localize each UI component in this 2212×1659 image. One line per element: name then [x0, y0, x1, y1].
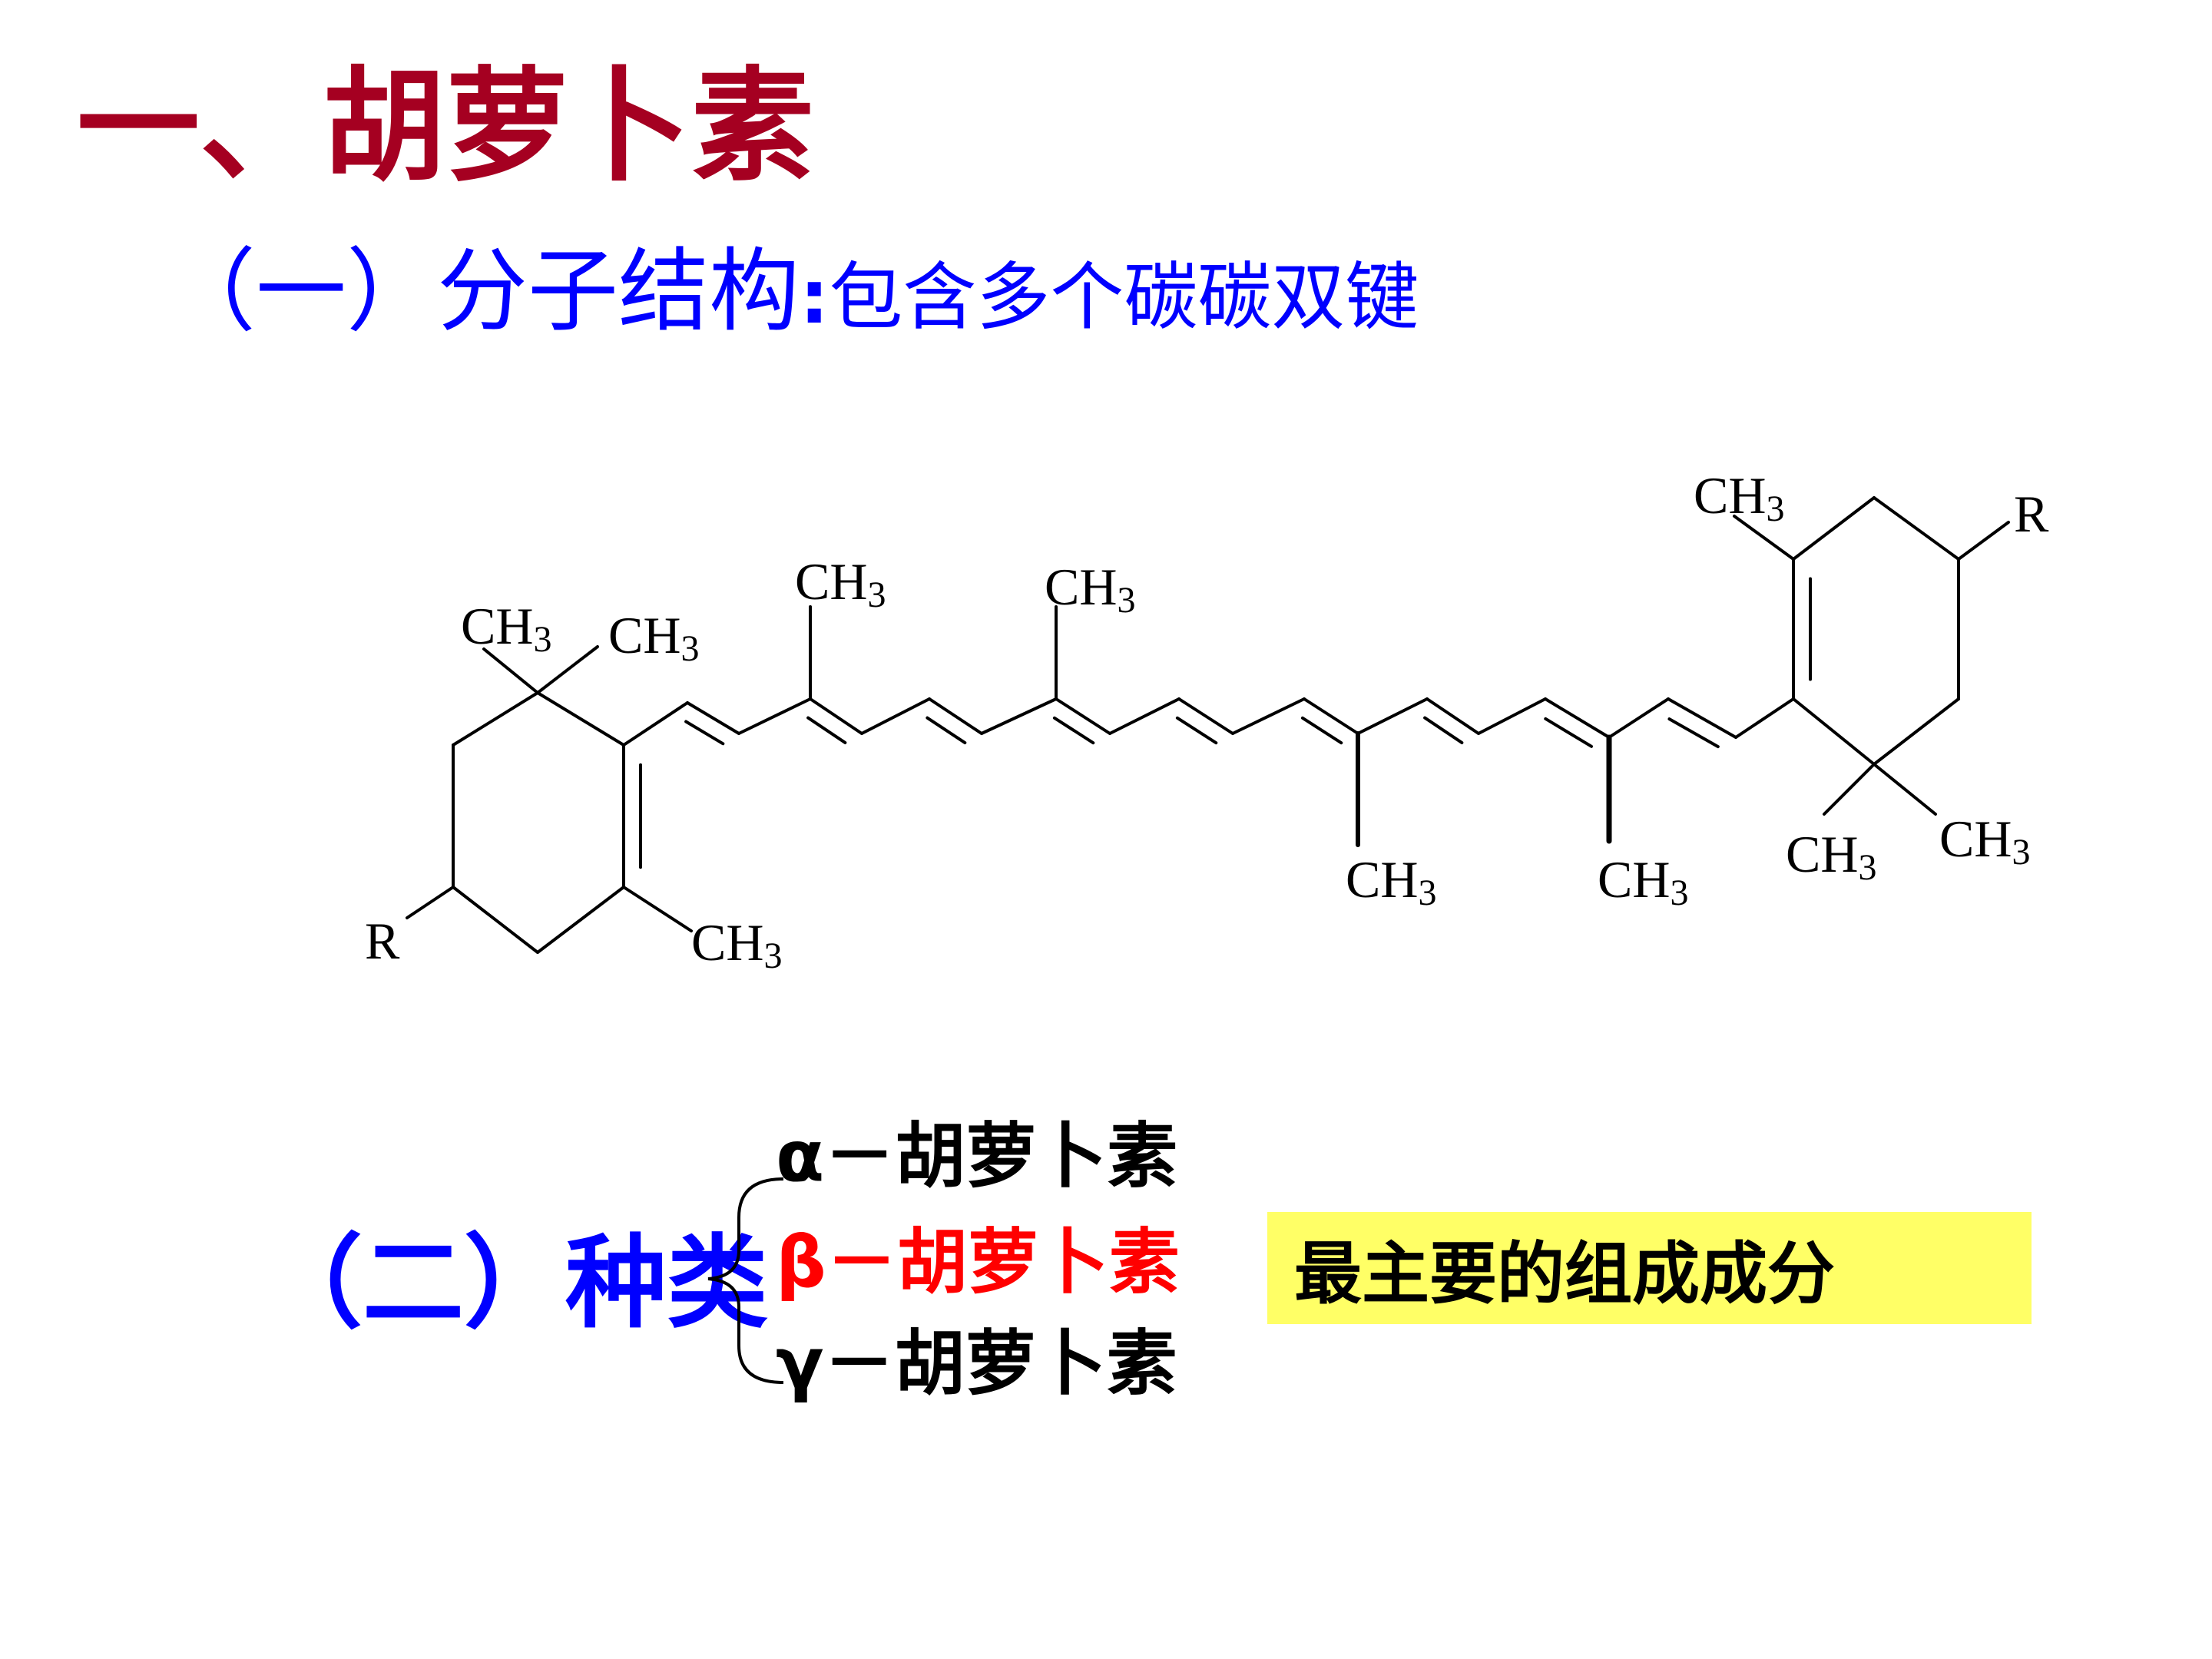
ring-bond [1873, 697, 1960, 766]
r-group-label: R [365, 912, 400, 970]
chain-bond [622, 701, 689, 747]
double-bond-line [1426, 697, 1480, 735]
chain-bond [860, 697, 931, 735]
highlight-note-text: 最主要的组成成分 [1294, 1233, 1836, 1313]
chain-bond [737, 697, 812, 735]
ring-bond [536, 886, 625, 954]
ring-bond [1792, 697, 1876, 766]
methyl-bond [1733, 515, 1795, 561]
page-title: 一、胡萝卜素 [77, 55, 815, 198]
ring-bond [536, 691, 625, 747]
ring-bond [1873, 496, 1960, 561]
double-bond-line [1544, 717, 1594, 748]
chain-bond [1108, 697, 1181, 735]
double-bond-line [806, 716, 847, 744]
ring-bond [452, 691, 539, 747]
chain-bond [1608, 697, 1670, 739]
r-group-label: R [2014, 485, 2049, 543]
chain-bond [980, 697, 1058, 735]
section-heading-types: （二）种类 [261, 1224, 768, 1343]
methyl-bond [1823, 763, 1876, 816]
double-bond-line [686, 701, 740, 735]
double-bond-line [1423, 716, 1464, 744]
type-gamma-carotene: γ－胡萝卜素 [776, 1323, 1177, 1405]
chain-bond [1477, 697, 1547, 735]
methyl-label-right-ring-1: CH3 [1694, 466, 1784, 529]
double-bond-line [926, 716, 967, 745]
type-beta-carotene: β－胡萝卜素 [776, 1221, 1180, 1303]
methyl-label-chain-3: CH3 [1346, 850, 1436, 913]
chain-bond [1734, 697, 1795, 739]
ring-bond [452, 886, 539, 954]
ring-bond [1792, 496, 1876, 561]
double-bond-line [1667, 697, 1737, 739]
structure-heading: （一）分子结构 [165, 238, 800, 344]
double-bond-line [1667, 717, 1720, 749]
methyl-label-chain-4: CH3 [1598, 850, 1688, 913]
methyl-bond [622, 886, 693, 932]
highlight-note-box: 最主要的组成成分 [1267, 1212, 2032, 1324]
methyl-bond [1873, 763, 1937, 816]
methyl-label-left-ring-3: CH3 [691, 913, 782, 976]
bond-lines [406, 496, 2010, 954]
double-bond-line [928, 697, 983, 735]
double-bond-line [1544, 697, 1611, 739]
structure-description: 包含多个碳碳双键 [829, 254, 1419, 340]
double-bond-line [684, 720, 725, 746]
double-bond-line [1177, 697, 1234, 735]
double-bond-line [1303, 697, 1359, 735]
double-bond-line [1300, 716, 1343, 745]
type-alpha-carotene: α－胡萝卜素 [776, 1115, 1178, 1197]
double-bond-line [1055, 697, 1111, 735]
section-heading-structure: （一）分子结构:包含多个碳碳双键 [165, 246, 1419, 336]
methyl-label-left-ring-2: CH3 [608, 606, 699, 669]
double-bond-line [809, 697, 863, 735]
methyl-label-right-ring-2: CH3 [1786, 825, 1876, 888]
r-bond [406, 886, 455, 919]
structure-separator: : [800, 254, 830, 340]
methyl-label-chain-2: CH3 [1045, 558, 1135, 621]
methyl-bond [482, 647, 539, 694]
methyl-label-left-ring-1: CH3 [461, 597, 551, 660]
methyl-bond [536, 645, 599, 694]
double-bond-line [1175, 716, 1218, 745]
double-bond-line [1052, 716, 1095, 745]
r-bond [1957, 521, 2010, 561]
methyl-label-right-ring-3: CH3 [1939, 810, 2030, 873]
chain-bond [1231, 697, 1306, 735]
methyl-label-chain-1: CH3 [795, 552, 886, 615]
chain-bond [1356, 697, 1429, 735]
